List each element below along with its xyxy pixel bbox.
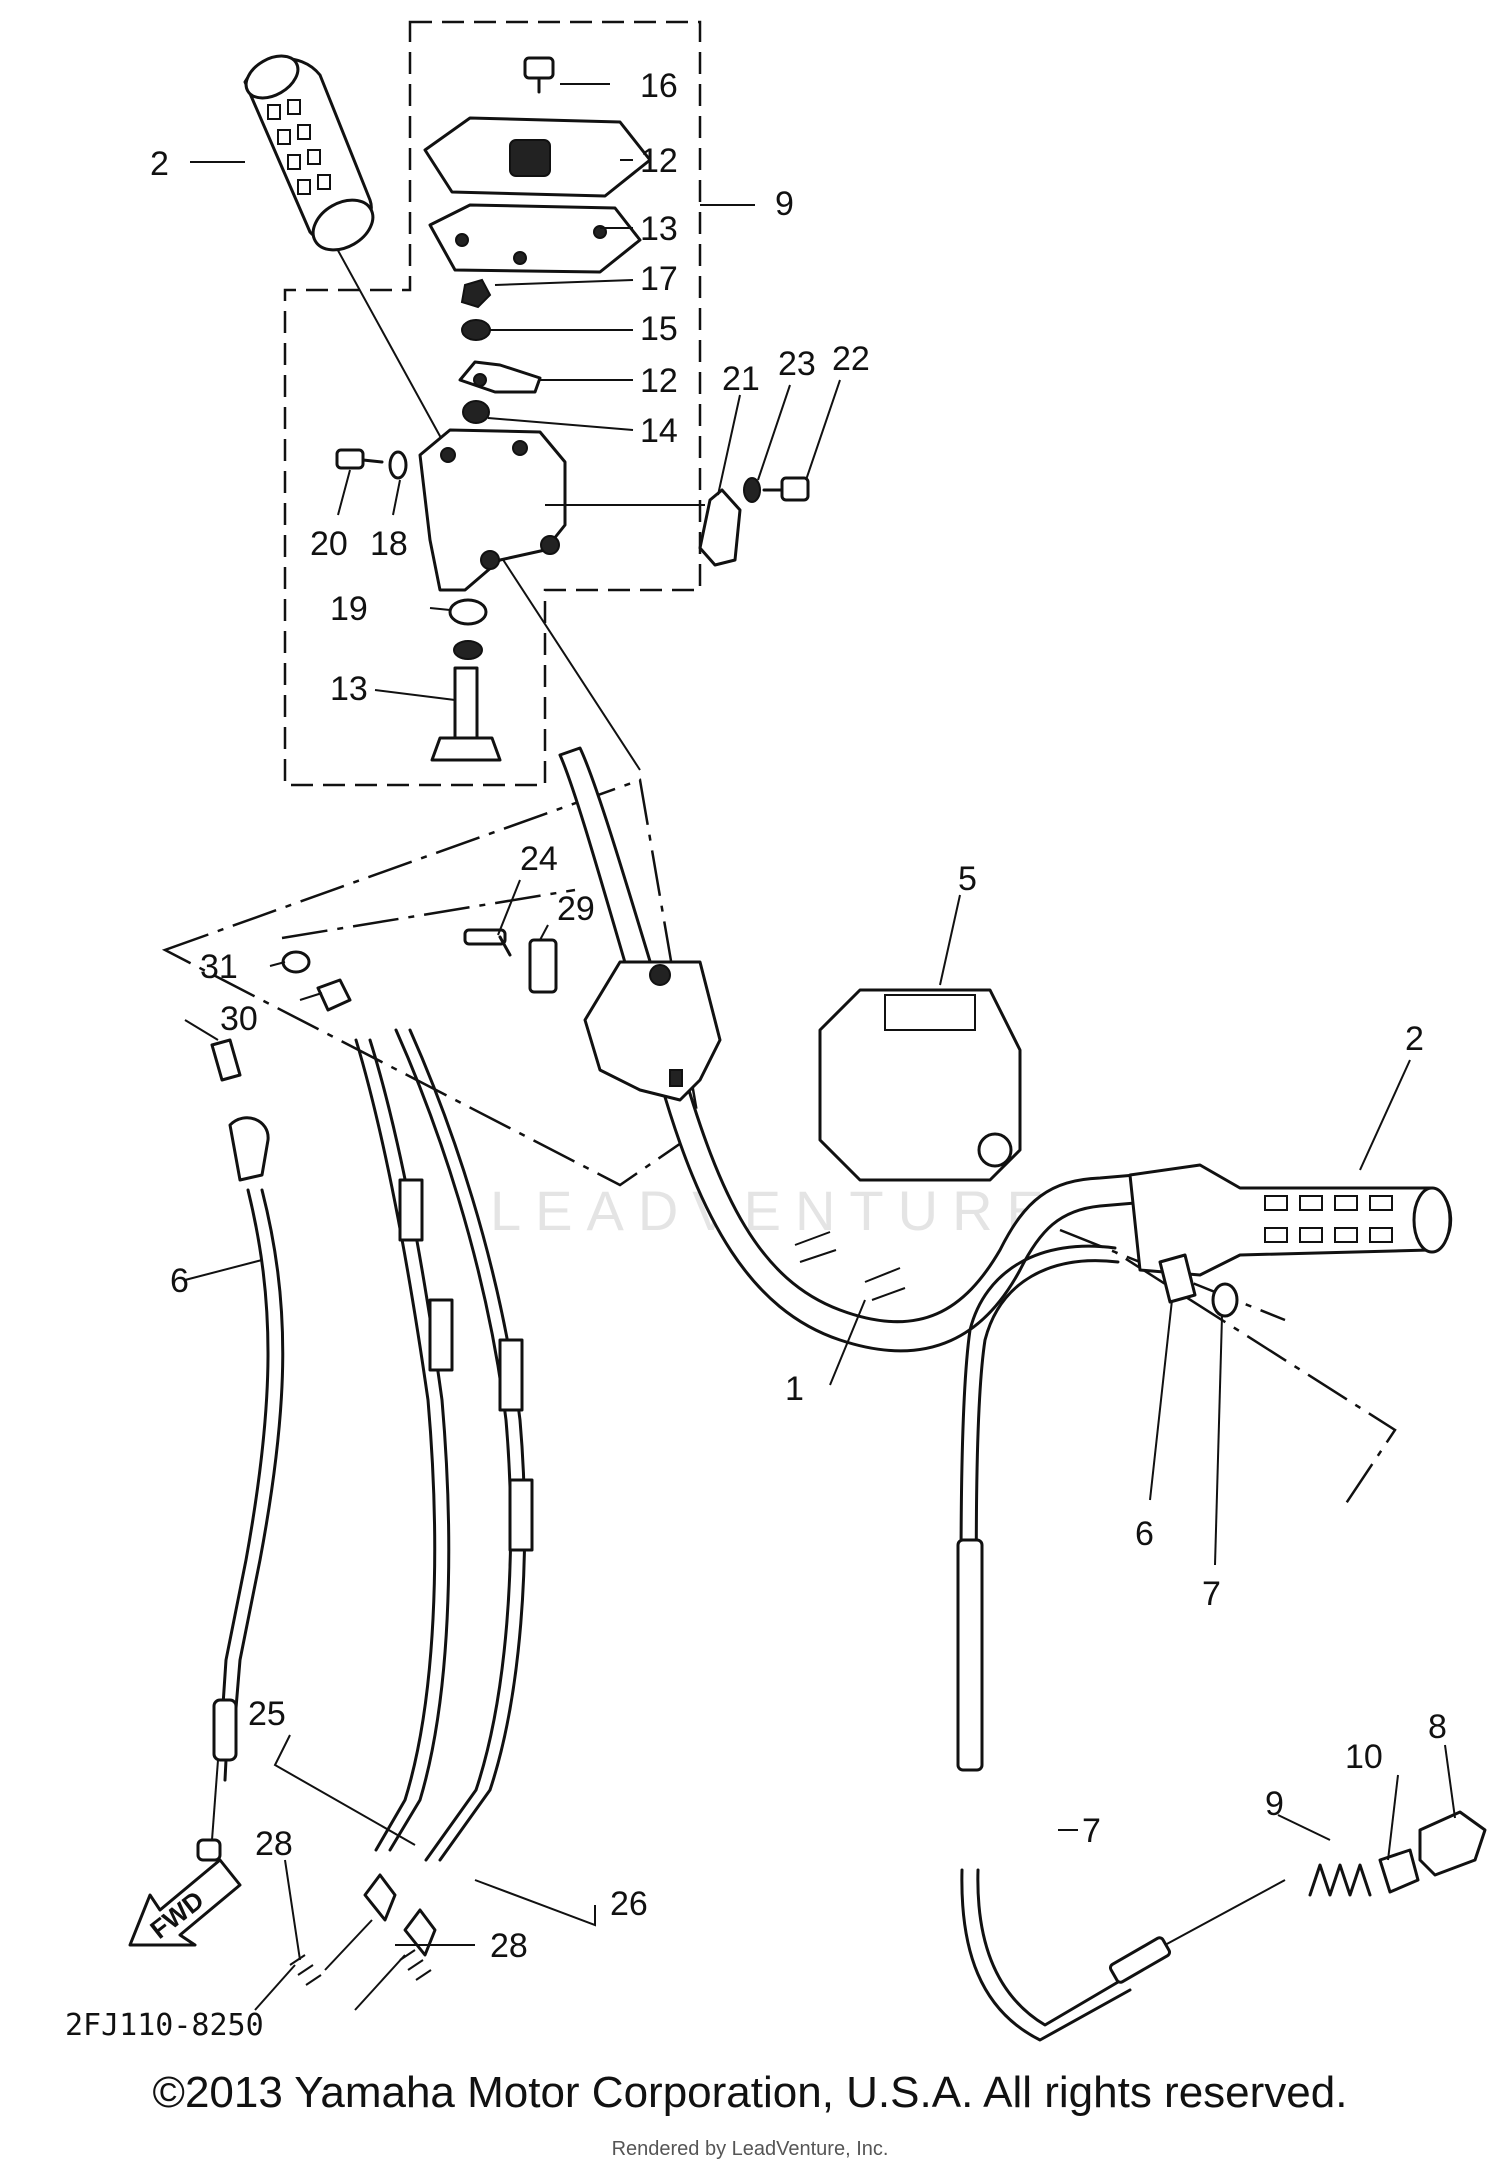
callouts: 2 16 12 13 9 17 15 12 14 21 23 22 20 18 … <box>150 67 1447 1965</box>
drawing-code: 2FJ110-8250 <box>65 2008 264 2043</box>
callout-7: 7 <box>1202 1575 1221 1613</box>
screw-24 <box>762 476 810 502</box>
callout-19: 17 <box>640 260 678 298</box>
callout-2-right: 2 <box>1405 1020 1424 1058</box>
callout-4: 6 <box>170 1262 189 1300</box>
callout-22: 20 <box>310 525 348 563</box>
gasket-15 <box>428 203 642 274</box>
callout-9: 9 <box>1265 1785 1284 1823</box>
callout-25: 23 <box>778 345 816 383</box>
copyright-notice: ©2013 Yamaha Motor Corporation, U.S.A. A… <box>152 2068 1348 2117</box>
callout-27-left: 25 <box>248 1695 286 1733</box>
callout-26: 24 <box>520 840 558 878</box>
callout-6: 6 <box>1135 1515 1154 1553</box>
nut-19 <box>460 278 492 309</box>
callout-12: 12 <box>640 142 678 180</box>
bar-axis-line <box>499 554 641 771</box>
callout-28-left: 28 <box>255 1825 293 1863</box>
clip-29 <box>528 938 558 994</box>
callout-11: 9 <box>775 185 794 223</box>
callout-17: 15 <box>640 310 678 348</box>
callout-24: 22 <box>832 340 870 378</box>
callout-3: 5 <box>958 860 977 898</box>
cap-8 <box>1418 1810 1487 1877</box>
spring-9 <box>1308 1863 1372 1897</box>
ring-21b <box>453 640 483 660</box>
switch-housing <box>418 428 567 592</box>
cable-27-b <box>354 1028 534 2011</box>
collar-10 <box>1378 1848 1420 1894</box>
callout-23: 21 <box>722 360 760 398</box>
spring-17 <box>461 319 491 341</box>
cable-4 <box>184 1019 285 1862</box>
throttle-cable-5 <box>956 1244 1286 2042</box>
callout-18: 16 <box>640 67 678 105</box>
callout-31: 31 <box>200 948 238 986</box>
washer-25 <box>743 477 761 503</box>
cable-27-a <box>254 1038 454 2011</box>
adjuster-6 <box>1158 1253 1197 1304</box>
collar-21 <box>448 598 488 626</box>
callout-29: 29 <box>557 890 595 928</box>
lever-23 <box>698 488 742 567</box>
right-switch-3 <box>818 988 1022 1182</box>
nut-7 <box>1211 1282 1239 1318</box>
switch-cover-12 <box>423 116 652 198</box>
callout-8: 8 <box>1428 1708 1447 1746</box>
callout-16: 14 <box>640 412 678 450</box>
leader-lines <box>184 83 1456 1961</box>
callout-15: 13 <box>640 210 678 248</box>
callout-1: 1 <box>785 1370 804 1408</box>
switch-lever-14 <box>458 360 542 394</box>
adjuster-30-31 <box>281 950 352 1012</box>
pin-26 <box>463 928 512 957</box>
fwd-direction-arrow: FWD <box>128 1858 242 1947</box>
callout-21: 19 <box>330 590 368 628</box>
callout-10: 10 <box>1345 1738 1383 1776</box>
rendered-by-notice: Rendered by LeadVenture, Inc. <box>611 2138 889 2160</box>
throttle-cable-group-outline <box>1059 1228 1397 1506</box>
grip-axis-line <box>334 244 453 459</box>
callout-5: 7 <box>1082 1812 1101 1850</box>
left-cable-group-outline <box>281 888 576 940</box>
screw-22 <box>335 448 384 470</box>
right-grip <box>1128 1163 1453 1277</box>
spring-16 <box>462 400 490 424</box>
screw-18 <box>523 56 555 94</box>
brake-master-cylinder <box>583 960 722 1102</box>
washer-20 <box>388 450 408 480</box>
plunger-13 <box>430 666 502 762</box>
callout-20: 18 <box>370 525 408 563</box>
callout-27-right: 26 <box>610 1885 648 1923</box>
callout-13: 13 <box>330 670 368 708</box>
callout-14: 12 <box>640 362 678 400</box>
callout-30: 30 <box>220 1000 258 1038</box>
watermark-text: LEADVENTURE <box>490 1179 1058 1242</box>
callout-2: 2 <box>150 145 169 183</box>
left-grip <box>243 54 375 252</box>
callout-28-right: 28 <box>490 1927 528 1965</box>
